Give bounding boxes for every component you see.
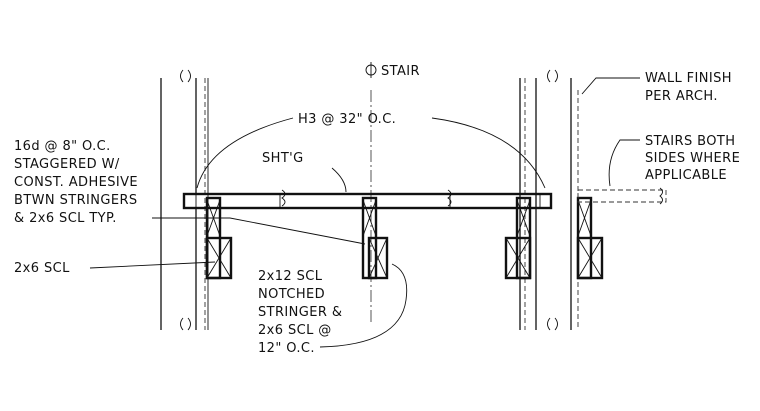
- nailing-note-line-4: BTWN STRINGERS: [14, 193, 138, 208]
- leader-wall-finish: [581, 77, 640, 95]
- opposite-side-stringer: [576, 187, 667, 280]
- leader-lines: [89, 77, 640, 348]
- leader-hanger-right: [431, 117, 546, 189]
- stringer-note-line-2: NOTCHED: [258, 287, 325, 302]
- stair-centerline: [365, 62, 377, 325]
- left-stringer: [205, 196, 233, 280]
- nailing-note-line-3: CONST. ADHESIVE: [14, 175, 138, 190]
- wall-finish-note-line-1: WALL FINISH: [645, 71, 732, 86]
- sheathing-tread: [182, 189, 553, 210]
- leader-nailing: [152, 217, 366, 245]
- stringer-note-line-5: 12" O.C.: [258, 341, 315, 356]
- nailing-note-line-1: 16d @ 8" O.C.: [14, 139, 111, 154]
- scl-2x6-note: 2x6 SCL: [14, 261, 70, 276]
- leader-stairs-both: [608, 139, 640, 187]
- leader-2x6-scl: [89, 261, 216, 269]
- stairs-both-sides-note-line-2: SIDES WHERE: [645, 151, 740, 166]
- nailing-note-line-5: & 2x6 SCL TYP.: [14, 211, 117, 226]
- wall-finish-note-line-2: PER ARCH.: [645, 89, 718, 104]
- nailing-note-line-2: STAGGERED W/: [14, 157, 120, 172]
- leader-sheathing: [331, 167, 347, 193]
- hanger-note: H3 @ 32" O.C.: [298, 112, 396, 127]
- right-stringer: [504, 196, 532, 280]
- stringer-note-line-4: 2x6 SCL @: [258, 323, 332, 338]
- center-stringer: [361, 196, 389, 280]
- stringer-note-line-1: 2x12 SCL: [258, 269, 323, 284]
- annotations: STAIR WALL FINISH PER ARCH. H3 @ 32" O.C…: [14, 64, 740, 356]
- centerline-label: STAIR: [381, 64, 420, 79]
- leader-stringer: [319, 263, 408, 348]
- right-wall: [519, 69, 579, 331]
- leader-hanger-left: [196, 117, 294, 189]
- sheathing-note: SHT'G: [262, 151, 304, 166]
- centerline-symbol: [365, 62, 377, 78]
- stairs-both-sides-note-line-1: STAIRS BOTH: [645, 134, 735, 149]
- stringer-note-line-3: STRINGER &: [258, 305, 342, 320]
- stairs-both-sides-note-line-3: APPLICABLE: [645, 168, 727, 183]
